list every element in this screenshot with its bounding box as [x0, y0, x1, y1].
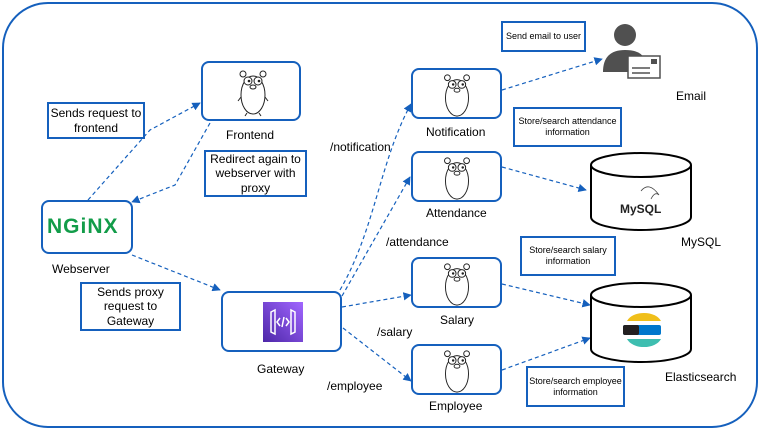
- edge-salary-elasticsearch: [501, 283, 591, 308]
- route-attendance-label: /attendance: [386, 235, 449, 249]
- api-gateway-icon: [263, 302, 303, 342]
- attendance-label: Attendance: [426, 206, 487, 220]
- note-text: Store/search employee information: [529, 375, 622, 397]
- gopher-icon: [444, 263, 470, 306]
- note-store-employee: Store/search employee information: [526, 366, 625, 407]
- note-text: Sends request to frontend: [50, 106, 142, 135]
- webserver-label: Webserver: [52, 262, 110, 276]
- edge-gateway-employee: [342, 327, 412, 382]
- salary-node[interactable]: [411, 257, 502, 308]
- mysql-database-icon: [590, 152, 692, 231]
- frontend-label: Frontend: [226, 128, 275, 142]
- mysql-label: MySQL: [681, 235, 722, 249]
- route-employee-label: /employee: [327, 379, 383, 393]
- employee-node[interactable]: [411, 344, 502, 395]
- route-salary-label: /salary: [377, 325, 413, 339]
- edge-webserver-gateway: [131, 254, 221, 292]
- gopher-icon: [444, 350, 470, 393]
- edge-gateway-salary: [341, 292, 412, 308]
- gateway-node[interactable]: [221, 291, 342, 352]
- note-sends-proxy: Sends proxy request to Gateway: [80, 282, 181, 331]
- notification-label: Notification: [426, 125, 486, 139]
- notification-node[interactable]: [411, 68, 502, 119]
- note-redirect: Redirect again to webserver with proxy: [204, 150, 307, 197]
- salary-label: Salary: [440, 313, 475, 327]
- nginx-logo: NGiNX: [47, 215, 119, 238]
- note-text: Store/search attendance information: [518, 116, 617, 137]
- note-text: Send email to user: [505, 31, 582, 42]
- edge-gateway-notification: [339, 103, 412, 291]
- edge-attendance-mysql: [501, 166, 587, 193]
- email-label: Email: [676, 89, 707, 103]
- gopher-icon: [444, 157, 470, 200]
- note-send-email: Send email to user: [501, 21, 586, 52]
- edge-gateway-attendance: [341, 176, 411, 297]
- gateway-label: Gateway: [257, 362, 305, 376]
- note-text: Store/search salary information: [529, 245, 607, 266]
- note-sends-request: Sends request to frontend: [47, 102, 145, 139]
- system-boundary: [2, 2, 758, 428]
- edge-webserver-frontend: [87, 102, 201, 201]
- note-text: Redirect again to webserver with proxy: [210, 151, 301, 195]
- note-text: Sends proxy request to Gateway: [97, 284, 164, 328]
- edge-frontend-webserver: [131, 122, 211, 204]
- route-notification-label: /notification: [330, 140, 391, 154]
- note-store-attendance: Store/search attendance information: [513, 107, 622, 147]
- webserver-node[interactable]: NGiNX: [41, 200, 133, 254]
- gopher-icon: [444, 74, 470, 117]
- user-email-icon: [603, 24, 661, 79]
- frontend-node[interactable]: [201, 61, 301, 121]
- mysql-logo-text: MySQL: [620, 202, 662, 216]
- employee-label: Employee: [429, 399, 483, 413]
- elasticsearch-database-icon: [590, 282, 692, 363]
- note-store-salary: Store/search salary information: [520, 236, 616, 276]
- elasticsearch-label: Elasticsearch: [665, 370, 737, 384]
- edge-employee-elasticsearch: [501, 336, 591, 371]
- attendance-node[interactable]: [411, 151, 502, 202]
- gopher-icon: [237, 70, 269, 117]
- edge-notification-email: [501, 57, 603, 91]
